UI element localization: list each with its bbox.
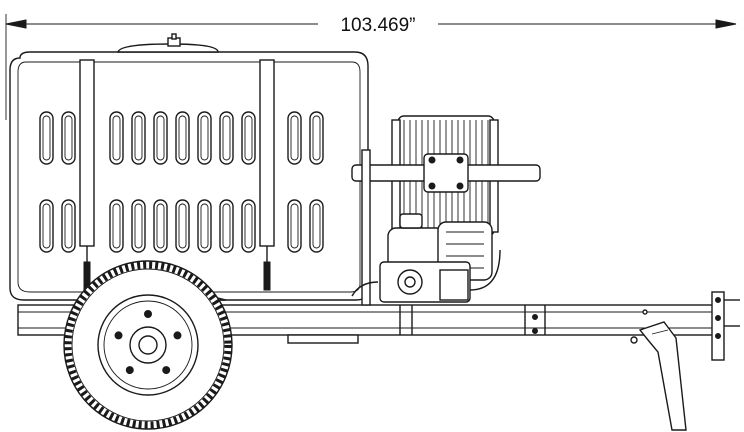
tank-slot xyxy=(175,199,190,253)
tank-slot-inner xyxy=(290,115,299,161)
lug-nut xyxy=(162,366,171,375)
tank-slot xyxy=(197,111,212,165)
lug-nut xyxy=(114,331,123,340)
tank-slot-inner xyxy=(222,203,231,249)
tank-slot-inner xyxy=(178,203,187,249)
tank-slot-inner xyxy=(200,115,209,161)
wheel xyxy=(63,260,233,430)
tank xyxy=(9,33,369,301)
tank-slot-inner xyxy=(178,115,187,161)
tank-slot-inner xyxy=(42,115,51,161)
tank-slot xyxy=(197,199,212,253)
tank-slot-inner xyxy=(64,203,73,249)
lug-nut xyxy=(144,310,152,318)
tank-slot-inner xyxy=(312,203,321,249)
tank-slots xyxy=(39,111,324,253)
tank-slot xyxy=(241,199,256,253)
wheel-lug-nuts xyxy=(114,310,182,375)
tank-slot-inner xyxy=(134,115,143,161)
tank-slot xyxy=(241,111,256,165)
tank-slot xyxy=(61,199,76,253)
tank-slot-inner xyxy=(64,115,73,161)
tank-slot xyxy=(109,199,124,253)
tank-slot xyxy=(219,111,234,165)
tank-slot-inner xyxy=(112,115,121,161)
tank-slot xyxy=(175,111,190,165)
tank-slot xyxy=(309,111,324,165)
tank-slot-inner xyxy=(312,115,321,161)
tank-slot xyxy=(39,111,54,165)
tank-slot-inner xyxy=(134,203,143,249)
tank-slot-inner xyxy=(290,203,299,249)
tank-slot-inner xyxy=(244,203,253,249)
tank-slot-inner xyxy=(42,203,51,249)
engine xyxy=(351,213,501,303)
tank-slot xyxy=(39,199,54,253)
tank-slot-inner xyxy=(222,115,231,161)
lug-nut xyxy=(125,366,134,375)
tank-slot xyxy=(287,199,302,253)
lug-nut xyxy=(173,331,182,340)
tank-slot-inner xyxy=(112,203,121,249)
tank-slot xyxy=(153,199,168,253)
tank-slot xyxy=(61,111,76,165)
reel-axle xyxy=(351,149,541,306)
tank-slot xyxy=(131,111,146,165)
tank-slot xyxy=(309,199,324,253)
tank-slot xyxy=(153,111,168,165)
tank-slot xyxy=(219,199,234,253)
tank-slot xyxy=(109,111,124,165)
tank-slot xyxy=(287,111,302,165)
tank-slot-inner xyxy=(156,203,165,249)
tank-slot-inner xyxy=(244,115,253,161)
tank-slot-inner xyxy=(200,203,209,249)
overall-length-dimension: 103.469” xyxy=(318,15,438,37)
tank-slot-inner xyxy=(156,115,165,161)
jack-stand xyxy=(630,321,687,431)
tank-slot xyxy=(131,199,146,253)
